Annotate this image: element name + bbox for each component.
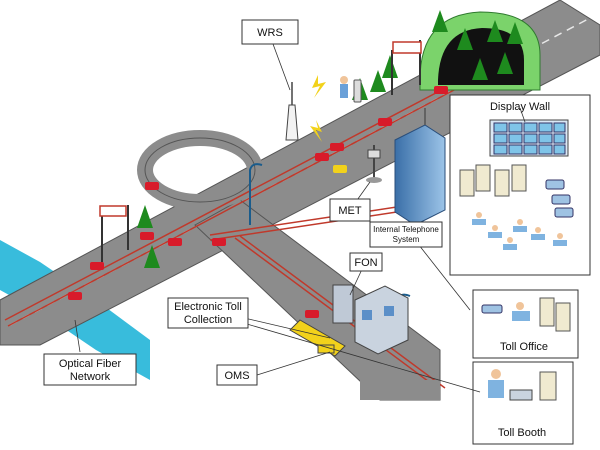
oms-label: OMS xyxy=(224,370,249,382)
wireless-signal-icon-2 xyxy=(310,120,322,142)
server-rack-icons xyxy=(459,164,527,197)
interchange-loop-edge xyxy=(144,137,256,203)
etc-label-line1: Electronic Toll xyxy=(174,301,242,313)
wireless-signal-icon xyxy=(312,75,326,98)
internal-phone-label-box xyxy=(369,221,443,248)
gantry-sign-left xyxy=(99,205,129,262)
internal-phone-label-line2: System xyxy=(393,235,420,244)
internal-phone-label-line1: Internal Telephone xyxy=(373,225,439,234)
ground-block xyxy=(360,380,440,400)
toll-office-label: Toll Office xyxy=(500,341,548,353)
field-person-icon xyxy=(340,76,362,103)
etc-label-line2: Collection xyxy=(184,314,232,326)
met-label: MET xyxy=(338,205,362,217)
vehicles xyxy=(68,86,448,318)
office-tower xyxy=(394,108,446,226)
fon-label-box xyxy=(349,252,383,272)
toll-booth-icons xyxy=(488,369,557,401)
toll-plaza xyxy=(289,284,409,357)
fiber-label-line2: Network xyxy=(70,371,111,383)
telephone-icons xyxy=(545,179,574,218)
wrs-label: WRS xyxy=(257,27,283,39)
met-label-box xyxy=(329,198,371,222)
met-station xyxy=(366,145,382,183)
etc-label-box xyxy=(167,297,249,329)
fon-label: FON xyxy=(354,257,377,269)
fiber-label-line1: Optical Fiber xyxy=(59,358,122,370)
wireless-tower xyxy=(285,75,326,142)
oms-label-box xyxy=(216,364,258,386)
display-wall xyxy=(489,119,569,157)
toll-booth-label: Toll Booth xyxy=(498,427,546,439)
operator-icons xyxy=(472,212,567,250)
fiber-label-box xyxy=(43,353,137,386)
display-wall-label: Display Wall xyxy=(490,101,550,113)
wrs-label-box xyxy=(241,19,299,45)
gantry-sign-right xyxy=(391,40,422,95)
toll-office-icons xyxy=(481,297,571,332)
